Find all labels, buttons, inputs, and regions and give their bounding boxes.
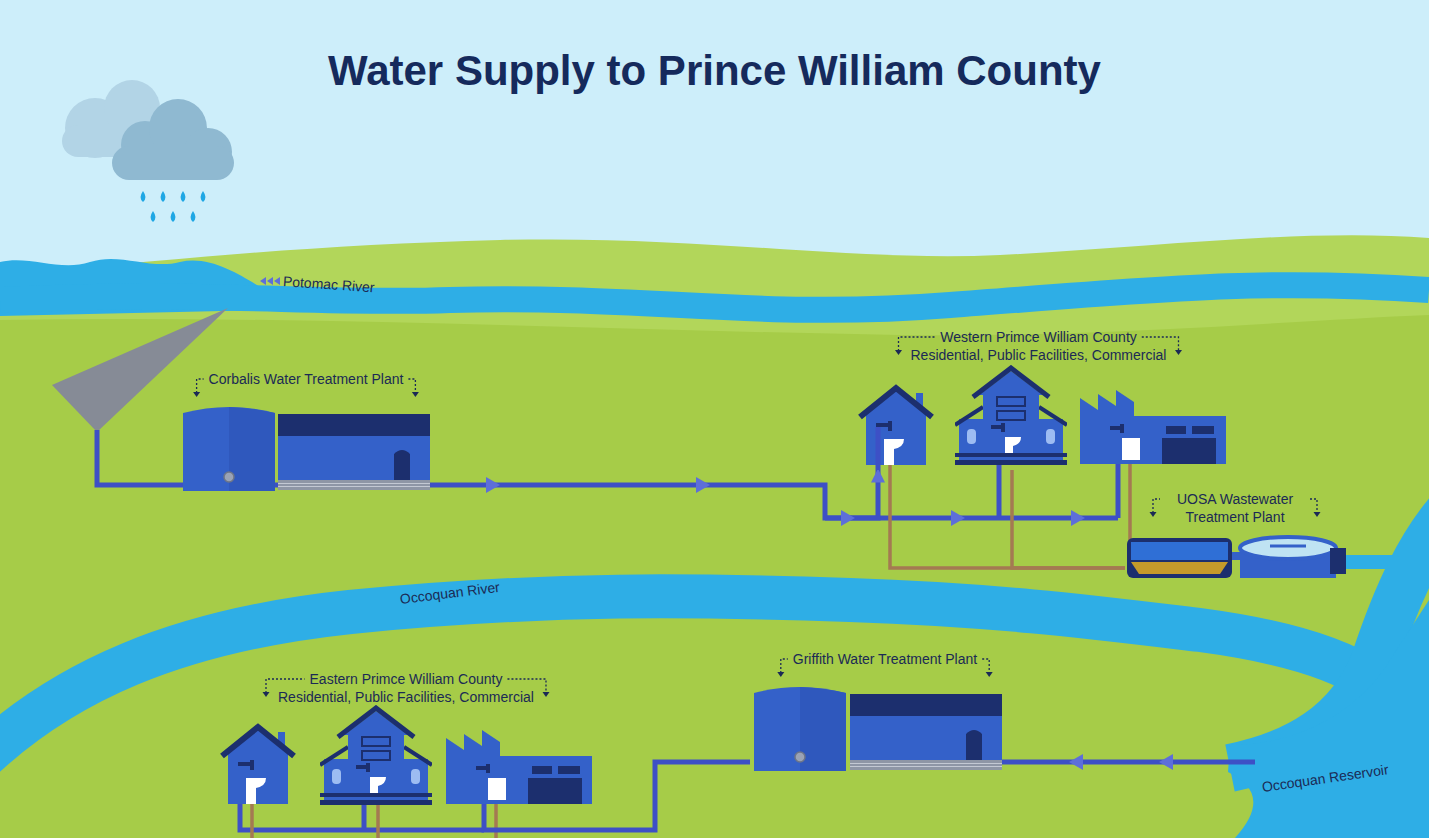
svg-path [201,191,206,202]
wastewater-plant: UOSA Wastewater Treatment Plant [1125,488,1345,580]
water-body-label: Occoquan Reservoir [1261,760,1390,796]
svg-polygon [696,477,710,493]
factory-icon [446,730,592,804]
factory-icon [1080,390,1226,464]
hill-ground [0,235,1429,838]
heading-brackets [193,337,1320,697]
facility-name: Western Primce William County [940,328,1137,346]
svg-g [876,427,881,470]
svg-path [161,191,166,202]
svg-polygon [841,510,855,526]
bracket-arrow [1150,512,1157,517]
svg-polygon [1131,562,1228,574]
water-main [484,762,750,830]
flow-arrows [260,277,1173,770]
bracket-arrow [412,392,419,397]
bracket-arrow [986,672,993,677]
treatment-plant: Corbalis Water Treatment Plant [180,368,432,492]
service-area: Western Primce William CountyResidential… [852,326,1225,470]
service-area: Eastern Primce William CountyResidential… [220,668,592,806]
bracket-arrow [895,350,902,355]
svg-polygon [1071,510,1085,526]
bracket-line [1310,499,1317,513]
svg-polygon [260,277,266,285]
house-icon [222,727,294,804]
bracket-line [781,659,788,673]
svg-rect [1131,542,1228,560]
treatment-plant: Griffith Water Treatment Plant [750,648,1020,770]
bracket-arrow [542,692,549,697]
svg-path [141,191,146,202]
svg-polyline [250,804,254,838]
svg-path [181,191,186,202]
water-body-label: Occoquan River [399,578,501,608]
public-building-icon [320,708,432,805]
svg-path [171,211,176,222]
svg-polygon [274,277,280,285]
water-body-label: Potomac River [282,272,375,296]
sewer-line [1012,470,1125,568]
svg-polygon [1159,754,1173,770]
bracket-arrow [777,672,784,677]
potomac-river [0,285,1429,310]
bracket-arrow [1175,350,1182,355]
public-building-icon [955,368,1067,465]
bracket-arrow [263,692,270,697]
svg-polygon [267,277,273,285]
bracket-arrow [1314,512,1321,517]
svg-path [1270,545,1306,548]
facility-name: Eastern Primce William County [310,670,503,688]
svg-polygon [951,510,965,526]
water-main [432,470,878,518]
svg-path [191,211,196,222]
rain-drops [141,191,206,222]
storage-tank [183,407,275,491]
facility-name: UOSA Wastewater Treatment Plant [1165,490,1305,526]
svg-polygon [1069,754,1083,770]
svg-polyline [494,804,498,838]
facility-name: Corbalis Water Treatment Plant [209,370,404,388]
occoquan-reservoir [1228,600,1429,838]
svg-polyline [1000,760,1255,765]
uosa-tanks [1127,537,1395,578]
svg-ellipse [1240,537,1336,559]
svg-rect [1330,548,1346,574]
facility-detail: Residential, Public Facilities, Commerci… [911,346,1167,364]
svg-polygon [486,477,500,493]
house-icon [860,388,932,465]
svg-path [151,211,156,222]
bracket-line [982,659,989,673]
plant-building [278,414,430,490]
plant-building [850,694,1002,770]
cloud-front [112,99,234,180]
bracket-arrow [193,392,200,397]
bracket-line [1153,499,1160,513]
occoquan-river [0,596,1370,770]
facility-name: Griffith Water Treatment Plant [793,650,977,668]
bracket-line [408,379,415,393]
svg-polyline [376,805,380,838]
svg-rect [112,146,234,180]
svg-path [1346,555,1395,569]
svg-rect [1127,538,1232,578]
water-riser [876,427,881,470]
facility-detail: Residential, Public Facilities, Commerci… [278,688,534,706]
sewer-pipes [252,464,1130,838]
storage-tank [754,687,846,771]
bracket-line [197,379,204,393]
svg-polyline [890,465,1125,568]
diagram-title: Water Supply to Prince William County [0,46,1429,96]
